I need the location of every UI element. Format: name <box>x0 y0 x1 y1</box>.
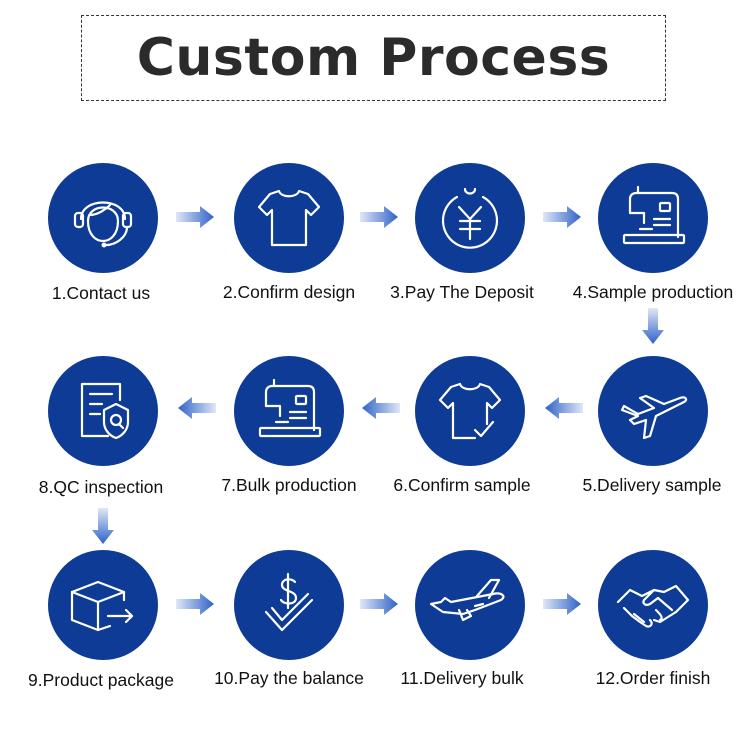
arrow-down-icon <box>642 308 664 344</box>
arrow-right-icon <box>360 206 398 228</box>
plane-icon <box>415 550 525 660</box>
sewing-machine-icon <box>234 356 344 466</box>
step-11 <box>415 550 525 660</box>
arrow-left-icon <box>362 397 400 419</box>
yen-coin-icon <box>415 163 525 273</box>
arrow-right-icon <box>176 206 214 228</box>
dollar-check-icon <box>234 550 344 660</box>
step-8 <box>48 356 158 466</box>
step-7 <box>234 356 344 466</box>
arrow-right-icon <box>176 593 214 615</box>
step-label: 5.Delivery sample <box>582 475 722 495</box>
step-label: 12.Order finish <box>595 668 711 688</box>
page-title: Custom Process <box>136 28 611 88</box>
arrow-right-icon <box>543 206 581 228</box>
arrow-down-icon <box>92 508 114 544</box>
step-2 <box>234 163 344 273</box>
step-label: 4.Sample production <box>572 282 734 302</box>
step-10 <box>234 550 344 660</box>
box-arrow-icon <box>48 550 158 660</box>
step-1 <box>48 163 158 273</box>
airplane-icon <box>598 356 708 466</box>
document-shield-icon <box>48 356 158 466</box>
step-label: 2.Confirm design <box>222 282 356 302</box>
step-9 <box>48 550 158 660</box>
step-label: 6.Confirm sample <box>393 475 531 495</box>
step-3 <box>415 163 525 273</box>
tshirt-icon <box>234 163 344 273</box>
step-12 <box>598 550 708 660</box>
step-6 <box>415 356 525 466</box>
step-label: 1.Contact us <box>51 283 151 303</box>
sewing-machine-icon <box>598 163 708 273</box>
arrow-right-icon <box>543 593 581 615</box>
step-5 <box>598 356 708 466</box>
step-label: 9.Product package <box>28 670 174 690</box>
title-box: Custom Process <box>81 15 666 101</box>
step-label: 3.Pay The Deposit <box>390 282 534 302</box>
handshake-icon <box>598 550 708 660</box>
step-label: 8.QC inspection <box>38 477 164 497</box>
arrow-right-icon <box>360 593 398 615</box>
arrow-left-icon <box>178 397 216 419</box>
tshirt-check-icon <box>415 356 525 466</box>
headset-icon <box>48 163 158 273</box>
step-label: 10.Pay the balance <box>214 668 364 688</box>
arrow-left-icon <box>545 397 583 419</box>
step-label: 7.Bulk production <box>221 475 357 495</box>
step-4 <box>598 163 708 273</box>
step-label: 11.Delivery bulk <box>400 668 524 688</box>
